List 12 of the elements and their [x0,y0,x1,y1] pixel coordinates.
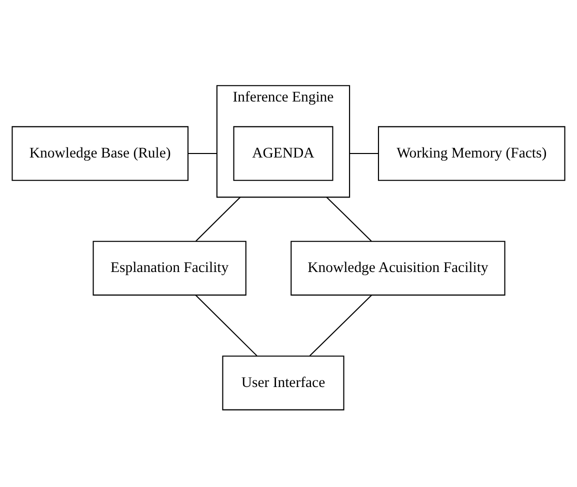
connector [195,294,258,356]
node-box: User Interface [222,356,344,410]
connector [350,152,378,154]
node-box: Knowledge Base (Rule) [12,126,189,181]
node-box: Esplanation Facility [92,240,246,296]
connector [326,196,372,242]
node-box: AGENDA [233,126,334,181]
connector [309,294,372,356]
node-box: Working Memory (Facts) [378,126,566,181]
connector [196,196,241,242]
connector [188,152,217,154]
node-box: Knowledge Acuisition Facility [290,240,506,296]
